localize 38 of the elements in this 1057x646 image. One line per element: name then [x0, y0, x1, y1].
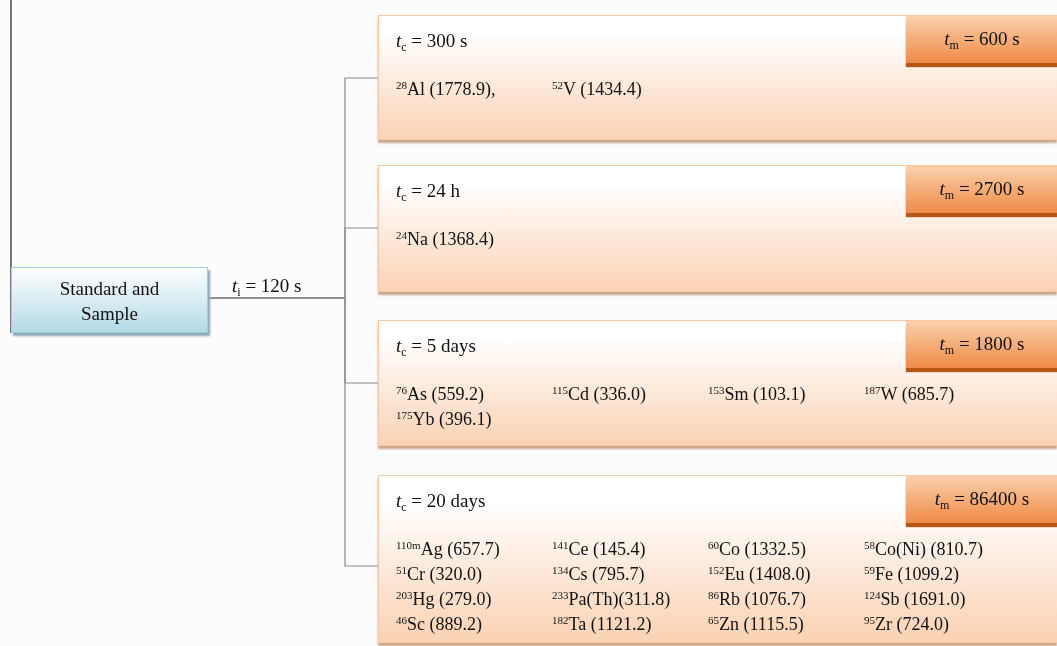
- group-panel: [378, 165, 1057, 292]
- heading-text: t$_{c}$ = 20 days: [396, 490, 486, 512]
- nuclide-text: $^{76}$As (559.2): [396, 383, 484, 405]
- nuclide-text: $^{59}$Fe (1099.2): [864, 563, 959, 585]
- time-label-box: t$_{m}$ = 600 s: [906, 16, 1057, 63]
- process-box: Standard and Sample: [11, 267, 208, 333]
- nuclide-text: $^{187}$W (685.7): [864, 383, 955, 405]
- nuclide-text: $^{52}$V (1434.4): [552, 78, 642, 100]
- nuclide-text: $^{60}$Co (1332.5): [708, 538, 806, 560]
- nuclide-text: $^{46}$Sc (889.2): [396, 613, 482, 635]
- nuclide-text: $^{141}$Ce (145.4): [552, 538, 646, 560]
- nuclide-text: $^{175}$Yb (396.1): [396, 408, 492, 430]
- nuclide-text: $^{152}$Eu (1408.0): [708, 563, 811, 585]
- nuclide-text: $^{233}$Pa(Th)(311.8): [552, 588, 671, 610]
- nuclide-text: $^{134}$Cs (795.7): [552, 563, 645, 585]
- nuclide-text: $^{124}$Sb (1691.0): [864, 588, 966, 610]
- nuclide-text: $^{115}$Cd (336.0): [552, 383, 647, 405]
- time-label-box: t$_{m}$ = 86400 s: [906, 476, 1057, 523]
- time-label-box: t$_{m}$ = 2700 s: [906, 166, 1057, 213]
- nuclide-text: $^{153}$Sm (103.1): [708, 383, 806, 405]
- time-label-box: t$_{m}$ = 1800 s: [906, 321, 1057, 368]
- heading-text: t$_{c}$ = 300 s: [396, 30, 468, 52]
- nuclide-text: $^{28}$Al (1778.9),: [396, 78, 496, 100]
- nuclide-text: $^{110m}$Ag (657.7): [396, 538, 500, 560]
- group-panel: [378, 15, 1057, 140]
- nuclide-text: $^{65}$Zn (1115.5): [708, 613, 804, 635]
- nuclide-text: $^{86}$Rb (1076.7): [708, 588, 806, 610]
- nuclide-text: $^{203}$Hg (279.0): [396, 588, 492, 610]
- nuclide-text: $^{95}$Zr (724.0): [864, 613, 949, 635]
- nuclide-text: $^{24}$Na (1368.4): [396, 228, 494, 250]
- connector-line: [207, 297, 379, 567]
- group-panel: [378, 320, 1057, 446]
- nuclide-text: $^{58}$Co(Ni) (810.7): [864, 538, 983, 560]
- nuclide-text: $^{182}$Ta (1121.2): [552, 613, 652, 635]
- nuclide-text: $^{51}$Cr (320.0): [396, 563, 482, 585]
- heading-text: t$_{c}$ = 5 days: [396, 335, 476, 357]
- group-panel: [378, 475, 1057, 643]
- heading-text: t$_{c}$ = 24 h: [396, 180, 461, 202]
